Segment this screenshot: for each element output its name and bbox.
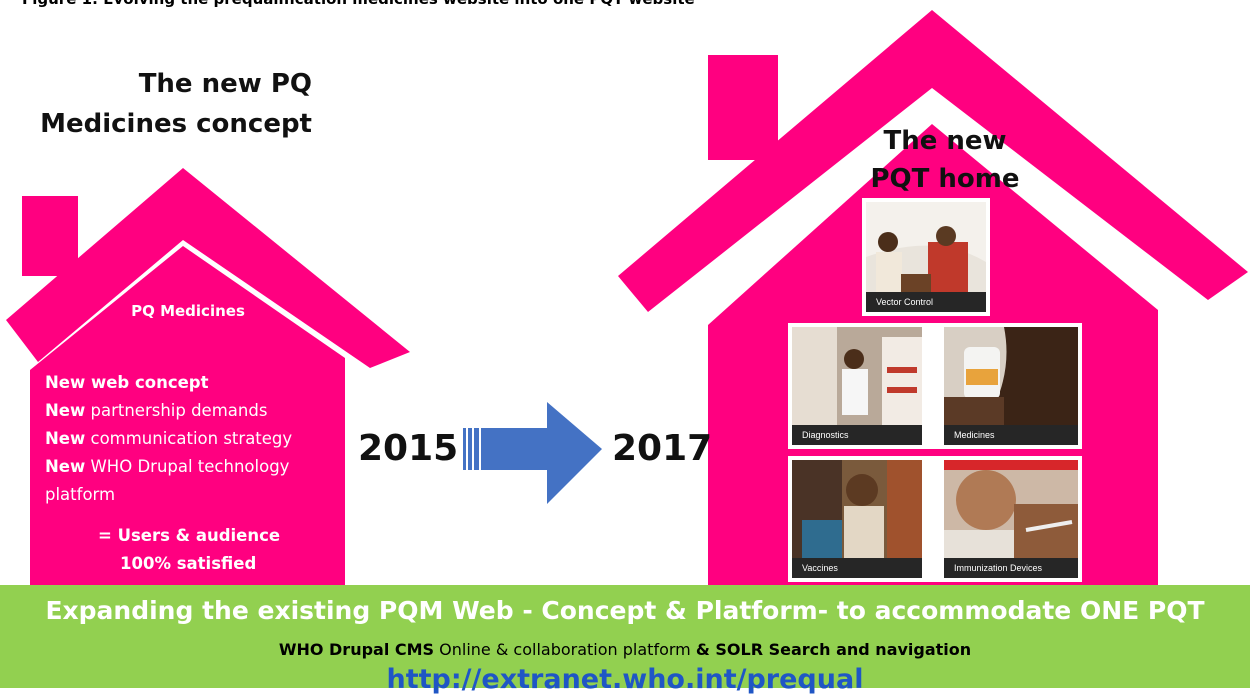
concept-item: New communication strategy <box>45 429 293 448</box>
tile-label: Medicines <box>944 425 1078 445</box>
tile-label: Immunization Devices <box>944 558 1078 578</box>
tile-label: Vaccines <box>792 558 922 578</box>
left-house-title-line2: Medicines concept <box>40 109 312 139</box>
year-to: 2017 <box>612 428 713 469</box>
concept-item-continuation: platform <box>45 485 116 504</box>
tile-label: Diagnostics <box>792 425 922 445</box>
tile-diagnostics[interactable]: Diagnostics <box>792 327 922 445</box>
bottom-banner <box>0 585 1250 688</box>
tile-immunization-devices[interactable]: Immunization Devices <box>944 460 1078 578</box>
concept-list: New web concept New partnership demands … <box>45 369 345 509</box>
tile-vector-control[interactable]: Vector Control <box>866 202 986 312</box>
banner-title: Expanding the existing PQM Web - Concept… <box>45 596 1205 625</box>
left-house-chimney <box>22 196 78 276</box>
tile-medicines[interactable]: Medicines <box>944 327 1078 445</box>
result-line2: 100% satisfied <box>120 554 257 573</box>
left-house-title: The new PQ Medicines concept <box>30 64 312 144</box>
result-statement: = Users & audience 100% satisfied <box>98 522 298 578</box>
left-house-title-line1: The new PQ <box>138 69 312 99</box>
concept-item: New partnership demands <box>45 401 268 420</box>
concept-item: New web concept <box>45 373 209 392</box>
right-house-title-line1: The new <box>883 126 1007 156</box>
extranet-link[interactable]: http://extranet.who.int/prequal <box>386 664 864 695</box>
left-house-body <box>30 246 345 585</box>
year-from: 2015 <box>358 428 459 469</box>
right-house-roof <box>618 10 1248 312</box>
concept-item: New WHO Drupal technology <box>45 457 290 476</box>
right-house-chimney <box>708 55 778 160</box>
right-house-title-line2: PQT home <box>870 164 1020 194</box>
left-house-roof <box>6 168 410 368</box>
tile-vaccines[interactable]: Vaccines <box>792 460 922 578</box>
left-house <box>6 168 410 585</box>
figure-caption: Figure 1: Evolving the prequalification … <box>22 0 695 8</box>
banner-subtitle: WHO Drupal CMS Online & collaboration pl… <box>278 640 972 659</box>
pq-medicines-label: PQ Medicines <box>131 302 245 320</box>
result-line1: = Users & audience <box>98 526 281 545</box>
right-house-title: The new PQT home <box>845 122 1045 198</box>
timeline-arrow <box>463 402 602 504</box>
tile-label: Vector Control <box>866 292 986 312</box>
